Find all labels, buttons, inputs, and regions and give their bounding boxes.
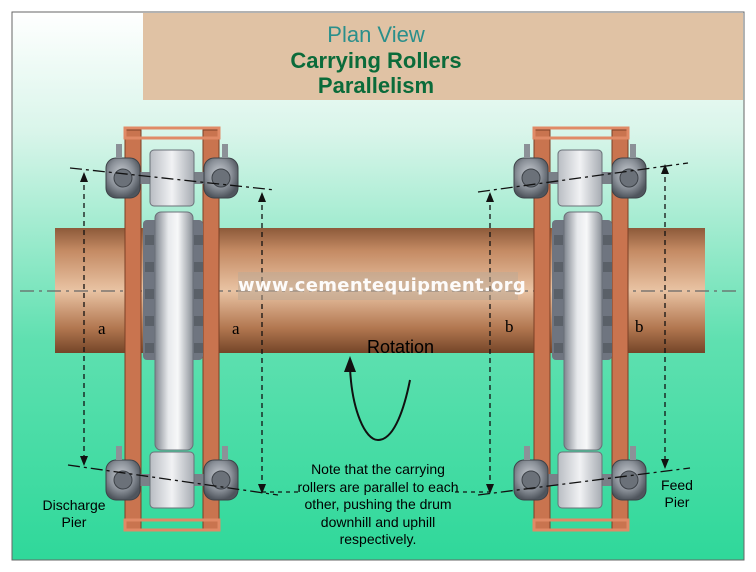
feed-pier-label-line-2: Pier [664,494,690,510]
discharge-pier-frame [123,126,221,532]
watermark: www.cementequipment.org [238,272,526,300]
dimension-arrowheads [80,164,669,494]
label-a-left: a [98,319,106,338]
rotation-arrow-icon [344,356,411,442]
title-line-3: Parallelism [317,73,435,98]
feed-pier-label: Feed Pier [650,477,704,511]
note-line-1: Note that the carrying [311,461,445,477]
riding-ring-left [143,211,203,451]
title-box [143,13,743,100]
label-b-left: b [505,317,514,336]
roller-axis-lines [67,162,691,496]
title-line-2: Carrying Rollers [290,48,462,73]
discharge-pier-label-line-1: Discharge [42,497,106,513]
discharge-pier-label: Discharge Pier [30,497,118,531]
title-line-1: Plan View [327,22,425,47]
parallelism-note: Note that the carrying rollers are paral… [268,461,488,549]
label-a-right: a [232,319,240,338]
note-line-2: rollers are parallel to each [297,478,459,495]
feed-pier-frame [532,126,630,532]
note-line-4: downhill and uphill [320,513,436,530]
note-line-5: respectively. [339,531,417,547]
label-b-right: b [635,317,644,336]
dimension-arrows [83,168,666,490]
note-line-3: other, pushing the drum [304,496,452,512]
rotation-label: Rotation [367,337,435,357]
riding-ring-right [552,211,612,451]
discharge-pier-label-line-2: Pier [61,514,87,530]
feed-pier-label-line-1: Feed [661,477,693,493]
